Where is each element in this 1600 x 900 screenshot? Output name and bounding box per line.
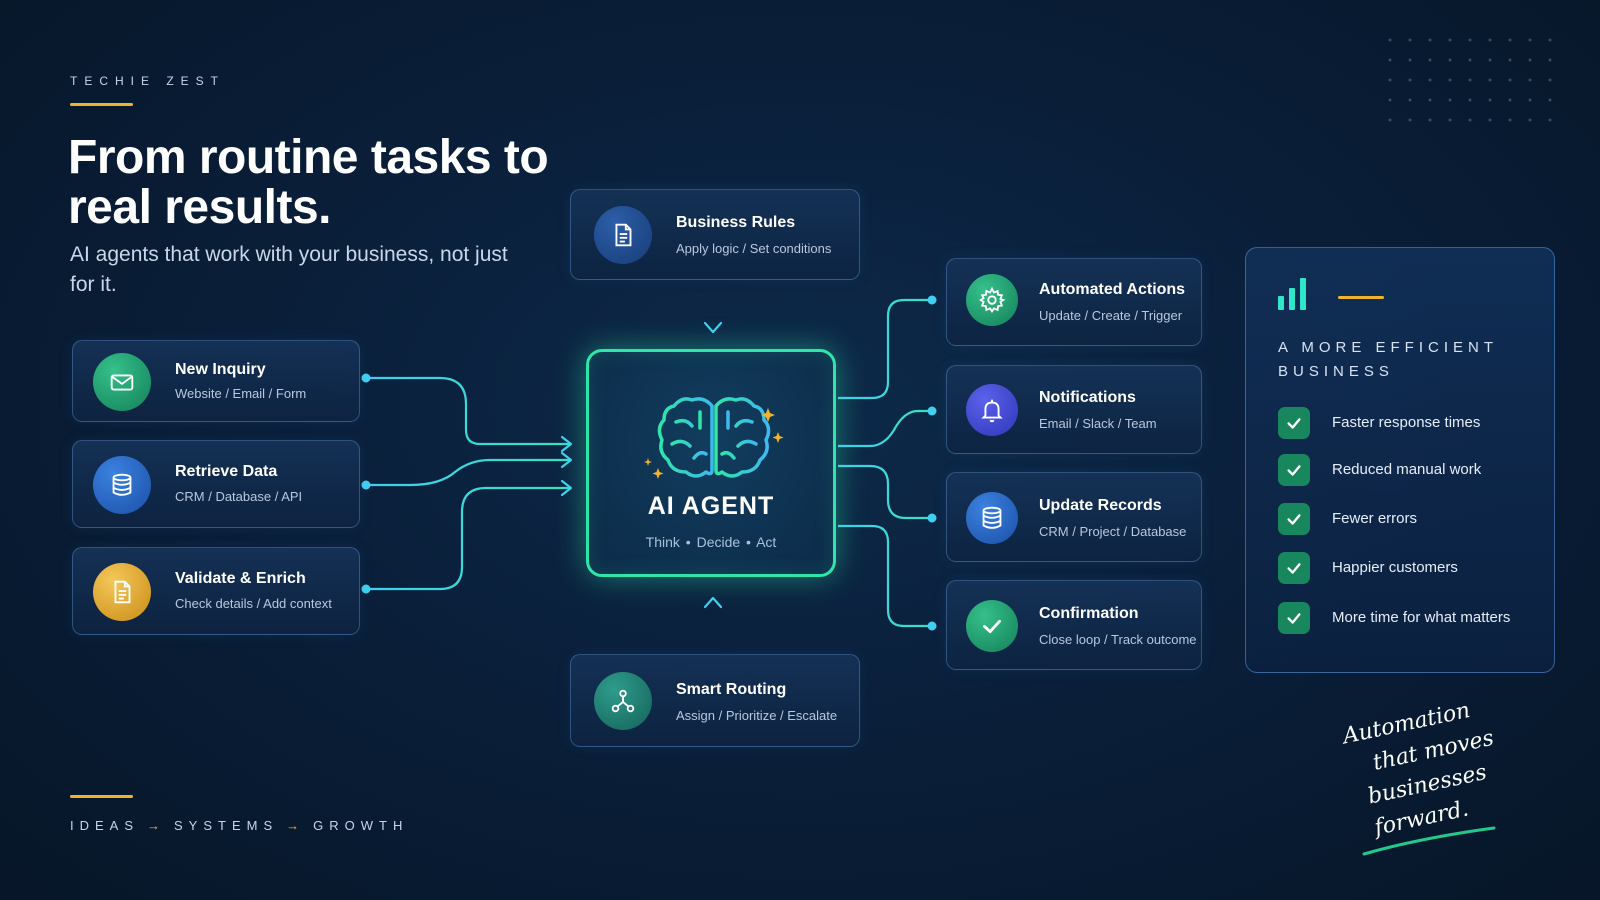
benefit-label: Faster response times <box>1332 414 1481 431</box>
card-title: Automated Actions <box>1039 281 1186 298</box>
check-icon <box>1278 407 1310 439</box>
benefit-item: More time for what matters <box>1278 602 1548 634</box>
benefit-label: Happier customers <box>1332 559 1458 576</box>
bottom-card-smart-routing: Smart Routing Assign / Prioritize / Esca… <box>570 654 860 747</box>
footer-step: GROWTH <box>313 818 409 833</box>
top-card-business-rules: Business Rules Apply logic / Set conditi… <box>570 189 860 280</box>
input-card-new-inquiry: New Inquiry Website / Email / Form <box>72 340 360 422</box>
output-card-update-records: Update Records CRM / Project / Database <box>946 472 1202 562</box>
card-subtitle: Check details / Add context <box>175 596 332 611</box>
brand-name: TECHIE ZEST <box>70 74 226 88</box>
card-title: Retrieve Data <box>175 463 278 480</box>
card-title: New Inquiry <box>175 361 266 378</box>
footer-accent-line <box>70 795 133 798</box>
envelope-icon <box>93 353 151 411</box>
benefit-item: Faster response times <box>1278 407 1548 439</box>
footer-steps: IDEAS → SYSTEMS → GROWTH <box>70 818 408 833</box>
card-title: Smart Routing <box>676 681 787 698</box>
footer-step: IDEAS <box>70 818 140 833</box>
benefit-item: Fewer errors <box>1278 503 1548 535</box>
gear-icon <box>966 274 1018 326</box>
card-title: Business Rules <box>676 214 796 231</box>
bell-icon <box>966 384 1018 436</box>
tagline-underline <box>1362 826 1496 856</box>
card-title: Notifications <box>1039 389 1136 406</box>
card-title: Update Records <box>1039 497 1162 514</box>
database-icon <box>966 492 1018 544</box>
input-card-retrieve-data: Retrieve Data CRM / Database / API <box>72 440 360 528</box>
database-icon <box>93 456 151 514</box>
output-card-automated-actions: Automated Actions Update / Create / Trig… <box>946 258 1202 346</box>
ai-agent-box: AI AGENT Think • Decide • Act <box>586 349 836 577</box>
card-title: Confirmation <box>1039 605 1139 622</box>
document-icon <box>93 563 151 621</box>
brand-underline <box>70 103 133 106</box>
check-icon <box>1278 454 1310 486</box>
card-subtitle: Apply logic / Set conditions <box>676 241 832 256</box>
check-icon <box>966 600 1018 652</box>
arrow-right-icon: → <box>147 818 161 833</box>
benefit-item: Happier customers <box>1278 552 1548 584</box>
benefits-panel: A MORE EFFICIENT BUSINESS Faster respons… <box>1245 247 1555 673</box>
accent-dash <box>1338 296 1384 299</box>
benefit-label: More time for what matters <box>1332 609 1511 626</box>
card-subtitle: Assign / Prioritize / Escalate <box>676 708 838 723</box>
benefit-label: Fewer errors <box>1332 510 1418 527</box>
subheadline: AI agents that work with your business, … <box>70 243 508 296</box>
agent-subtitle: Think • Decide • Act <box>645 534 777 550</box>
brain-icon <box>644 397 784 479</box>
headline: From routine tasks to real results. <box>68 131 549 234</box>
input-card-validate-enrich: Validate & Enrich Check details / Add co… <box>72 547 360 635</box>
output-card-confirmation: Confirmation Close loop / Track outcome <box>946 580 1202 670</box>
check-icon <box>1278 552 1310 584</box>
card-subtitle: Website / Email / Form <box>175 386 307 401</box>
card-subtitle: Close loop / Track outcome <box>1039 632 1197 647</box>
agent-title: AI AGENT <box>647 492 775 520</box>
footer-step: SYSTEMS <box>174 818 279 833</box>
card-title: Validate & Enrich <box>175 570 306 587</box>
benefit-label: Reduced manual work <box>1332 461 1482 478</box>
document-icon <box>594 206 652 264</box>
arrow-right-icon: → <box>286 818 300 833</box>
check-icon <box>1278 602 1310 634</box>
check-icon <box>1278 503 1310 535</box>
card-subtitle: Email / Slack / Team <box>1039 416 1157 431</box>
benefits-title: A MORE EFFICIENT BUSINESS <box>1278 339 1498 380</box>
benefit-item: Reduced manual work <box>1278 454 1548 486</box>
routing-icon <box>594 672 652 730</box>
output-card-notifications: Notifications Email / Slack / Team <box>946 365 1202 454</box>
bar-chart-icon <box>1278 278 1306 310</box>
card-subtitle: Update / Create / Trigger <box>1039 308 1183 323</box>
card-subtitle: CRM / Database / API <box>175 489 303 504</box>
decorative-dot-grid <box>1380 30 1560 125</box>
card-subtitle: CRM / Project / Database <box>1039 524 1187 539</box>
